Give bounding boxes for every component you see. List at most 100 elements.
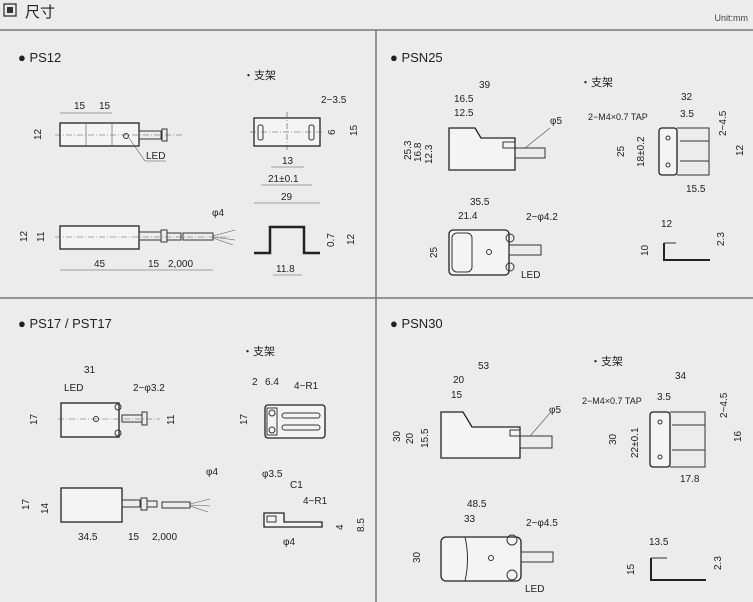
dim-label: 2−φ3.2 <box>133 383 165 394</box>
dim-label: 15.5 <box>420 428 431 448</box>
dim-label: φ4 <box>283 537 295 548</box>
square-bullet-icon <box>3 3 17 17</box>
dim-label: 2−M4×0.7 TAP <box>582 396 642 406</box>
model-title: ● PSN30 <box>390 316 443 331</box>
dim-label: 20 <box>405 432 416 444</box>
dim-label: 12 <box>346 233 357 245</box>
dim-label: 0.7 <box>326 233 337 247</box>
dim-label: 20 <box>453 375 465 386</box>
bracket-title: ・支架 <box>243 69 276 82</box>
dim-label: 14 <box>40 502 51 514</box>
dim-label: C1 <box>290 480 303 491</box>
bracket-title: ・支架 <box>590 355 623 368</box>
dim-label: 17 <box>21 498 32 510</box>
dim-label: 2,000 <box>152 532 177 543</box>
dim-label: 15 <box>128 532 140 543</box>
led-label: LED <box>521 270 540 281</box>
dim-label: 13.5 <box>649 537 669 548</box>
dim-label: 2.3 <box>713 556 724 570</box>
dim-label: 11 <box>36 231 47 242</box>
dim-label: 2−φ4.5 <box>526 518 558 529</box>
panel-psn25: ● PSN25 ・支架 39 16.5 12.5 φ5 25.3 16.8 12… <box>390 50 746 281</box>
dim-label: 3.5 <box>680 109 694 120</box>
dim-label: 10 <box>640 244 651 256</box>
model-title: ● PS12 <box>18 50 61 65</box>
bracket-title: ・支架 <box>580 76 613 89</box>
dim-label: 21.4 <box>458 211 478 222</box>
dim-label: 2.3 <box>716 232 727 246</box>
dim-label: 12 <box>735 144 746 156</box>
dim-label: φ5 <box>550 116 562 127</box>
dim-label: 18±0.2 <box>636 136 647 167</box>
dim-label: 8.5 <box>356 518 367 532</box>
dim-label: 21±0.1 <box>268 174 299 185</box>
dim-label: 12 <box>661 219 673 230</box>
dim-label: 6.4 <box>265 377 279 388</box>
panel-psn30: ● PSN30 ・支架 53 20 15 φ5 30 20 15.5 48.5 … <box>390 316 744 595</box>
dim-label: 13 <box>282 156 294 167</box>
dim-label: 15 <box>99 101 111 112</box>
dim-label: 15 <box>74 101 86 112</box>
dim-label: 16.8 <box>413 142 424 162</box>
dim-label: φ4 <box>206 467 218 478</box>
dim-label: 2−4.5 <box>719 392 730 418</box>
dim-label: 48.5 <box>467 499 487 510</box>
dim-label: φ5 <box>549 405 561 416</box>
dim-label: 2−M4×0.7 TAP <box>588 112 648 122</box>
led-label: LED <box>64 383 83 394</box>
panel-ps17: ● PS17 / PST17 ・支架 31 LED 2−φ3.2 17 11 1… <box>18 316 367 548</box>
dim-label: 17.8 <box>680 474 700 485</box>
dim-label: 25 <box>429 246 440 258</box>
dim-label: 15 <box>349 124 360 136</box>
dim-label: 31 <box>84 365 96 376</box>
dim-label: 15.5 <box>686 184 706 195</box>
dim-label: 16.5 <box>454 94 474 105</box>
dim-label: 2−4.5 <box>718 110 729 136</box>
dim-label: 2 <box>252 377 258 388</box>
dim-label: 4−R1 <box>294 381 319 392</box>
dim-label: 39 <box>479 80 491 91</box>
dim-label: 33 <box>464 514 476 525</box>
dim-label: 2−φ4.2 <box>526 212 558 223</box>
dim-label: 2−3.5 <box>321 95 347 106</box>
dim-label: φ3.5 <box>262 469 283 480</box>
dim-label: 4−R1 <box>303 496 328 507</box>
dim-label: 16 <box>733 430 744 442</box>
dim-label: 53 <box>478 361 490 372</box>
dim-label: 2,000 <box>168 259 193 270</box>
dim-label: φ4 <box>212 208 224 219</box>
dim-label: 3.5 <box>657 392 671 403</box>
dim-label: 34 <box>675 371 687 382</box>
dim-label: 32 <box>681 92 693 103</box>
dim-label: 12 <box>33 128 44 140</box>
dim-label: 34.5 <box>78 532 98 543</box>
dim-label: 11 <box>166 414 177 425</box>
dim-label: 15 <box>148 259 160 270</box>
led-label: LED <box>525 584 544 595</box>
dim-label: 15 <box>451 390 463 401</box>
dim-label: 4 <box>335 524 346 530</box>
model-title: ● PSN25 <box>390 50 443 65</box>
dim-label: 22±0.1 <box>630 427 641 458</box>
dim-label: 12 <box>19 230 30 242</box>
dim-label: 45 <box>94 259 106 270</box>
model-title: ● PS17 / PST17 <box>18 316 112 331</box>
dim-label: 15 <box>626 563 637 575</box>
bracket-title: ・支架 <box>242 345 275 358</box>
unit-label: Unit:mm <box>715 13 749 23</box>
dim-label: 25 <box>616 145 627 157</box>
dim-label: 25.3 <box>403 140 414 160</box>
dim-label: 11.8 <box>276 264 295 275</box>
panel-ps12: ● PS12 ・支架 15 15 12 LED 12 11 45 15 2,00… <box>18 50 360 276</box>
dim-label: 35.5 <box>470 197 490 208</box>
section-title: 尺寸 <box>25 4 55 21</box>
dim-label: 30 <box>392 430 403 442</box>
dim-label: 12.5 <box>454 108 474 119</box>
dim-label: 29 <box>281 192 293 203</box>
dim-label: 17 <box>29 413 40 425</box>
dim-label: 30 <box>608 433 619 445</box>
led-label: LED <box>146 151 165 162</box>
dim-label: 6 <box>327 129 338 135</box>
